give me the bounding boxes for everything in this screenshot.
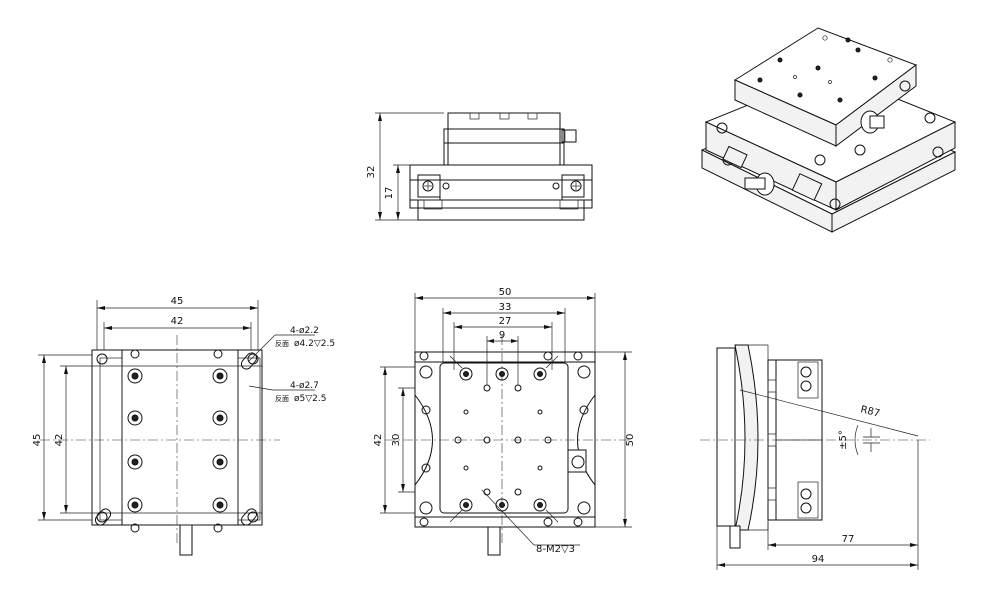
side-view: R87 ±5° 77 94 [700,344,930,570]
center-top-view: 50 33 27 9 42 30 [373,287,636,556]
note-thread: 8-M2▽3 [536,544,575,555]
note-hole-2b: ø5▽2.5 [294,394,326,404]
note-hole-2b-prefix: 反面 [275,394,289,403]
note-hole-1b-prefix: 反面 [275,339,289,348]
note-hole-2a: 4-ø2.7 [290,381,319,391]
center-dim-27: 27 [499,316,512,327]
side-dim-94: 94 [812,554,825,565]
center-dim-30-v: 30 [391,434,402,447]
front-dim-17: 17 [384,187,395,200]
center-dim-33: 33 [499,302,512,313]
note-hole-1a: 4-ø2.2 [290,326,319,336]
hole-grid [127,368,228,513]
left-dim-42-v: 42 [54,434,65,447]
left-dim-45-h: 45 [171,296,184,307]
left-dim-45-v: 45 [32,434,43,447]
center-dim-42-v: 42 [373,434,384,447]
note-hole-1b: ø4.2▽2.5 [294,339,335,349]
center-dim-50-h: 50 [499,287,512,298]
left-top-view: 45 42 45 42 4-ø2.2 反面 ø4.2▽2.5 4-ø2.7 反面… [32,296,335,556]
center-dim-50-v: 50 [625,434,636,447]
center-dim-9: 9 [499,330,505,341]
side-dim-angle: ±5° [838,430,849,450]
front-view: 32 17 [366,112,593,221]
side-dim-77: 77 [842,534,855,545]
isometric-view [700,27,957,233]
side-dim-radius: R87 [859,404,881,419]
left-dim-42-h: 42 [171,316,184,327]
front-dim-32: 32 [366,166,377,179]
